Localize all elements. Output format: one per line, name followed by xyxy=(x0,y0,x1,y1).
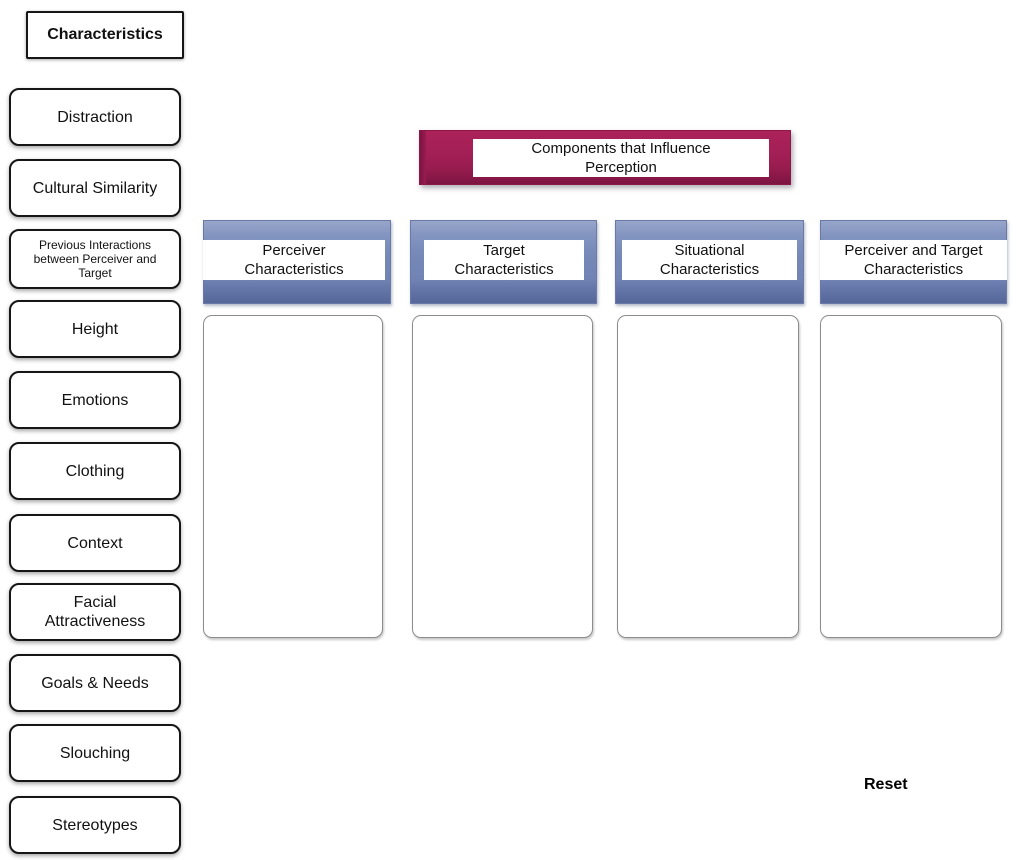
drag-item-height[interactable]: Height xyxy=(9,300,181,358)
column-header-text-box: Perceiver and Target Characteristics xyxy=(820,240,1007,280)
drag-item-cultural-similarity[interactable]: Cultural Similarity xyxy=(9,159,181,217)
title-banner-text-box: Components that Influence Perception xyxy=(473,139,769,177)
drag-item-label: Height xyxy=(71,320,119,338)
sidebar-title: Characteristics xyxy=(26,11,184,59)
drag-item-facial-attractiveness[interactable]: Facial Attractiveness xyxy=(9,583,181,641)
drag-item-label: Clothing xyxy=(65,462,125,480)
drop-zone-perceiver-and-target[interactable] xyxy=(820,315,1002,638)
drag-item-stereotypes[interactable]: Stereotypes xyxy=(9,796,181,854)
drag-item-label: Distraction xyxy=(57,108,133,126)
column-header-perceiver-and-target: Perceiver and Target Characteristics xyxy=(820,220,1007,304)
column-header-situational: Situational Characteristics xyxy=(615,220,804,304)
column-header-label: Perceiver Characteristics xyxy=(244,242,344,278)
sidebar-title-label: Characteristics xyxy=(47,26,163,43)
drag-item-clothing[interactable]: Clothing xyxy=(9,442,181,500)
drag-item-label: Stereotypes xyxy=(52,816,138,834)
drag-item-label: Facial Attractiveness xyxy=(44,594,146,630)
drag-item-label: Slouching xyxy=(59,744,131,762)
page-title: Components that Influence Perception xyxy=(531,140,711,176)
reset-button[interactable]: Reset xyxy=(864,776,908,793)
drag-item-previous-interactions[interactable]: Previous Interactions between Perceiver … xyxy=(9,229,181,289)
column-header-label: Perceiver and Target Characteristics xyxy=(844,242,983,278)
column-header-label: Situational Characteristics xyxy=(659,242,760,278)
column-header-text-box: Situational Characteristics xyxy=(622,240,797,280)
drag-item-label: Cultural Similarity xyxy=(32,179,158,197)
column-header-perceiver: Perceiver Characteristics xyxy=(203,220,391,304)
column-header-text-box: Perceiver Characteristics xyxy=(203,240,385,280)
drop-zone-situational[interactable] xyxy=(617,315,799,638)
drop-zone-target[interactable] xyxy=(412,315,593,638)
drag-item-label: Goals & Needs xyxy=(41,674,149,692)
drag-item-emotions[interactable]: Emotions xyxy=(9,371,181,429)
column-header-label: Target Characteristics xyxy=(454,242,554,278)
column-header-text-box: Target Characteristics xyxy=(424,240,584,280)
drag-item-label: Context xyxy=(67,534,123,552)
drag-item-context[interactable]: Context xyxy=(9,514,181,572)
drag-item-slouching[interactable]: Slouching xyxy=(9,724,181,782)
drag-item-distraction[interactable]: Distraction xyxy=(9,88,181,146)
column-header-target: Target Characteristics xyxy=(410,220,597,304)
drag-item-label: Previous Interactions between Perceiver … xyxy=(33,238,157,280)
title-banner: Components that Influence Perception xyxy=(419,130,791,185)
drag-item-goals-needs[interactable]: Goals & Needs xyxy=(9,654,181,712)
drop-zone-perceiver[interactable] xyxy=(203,315,383,638)
drag-item-label: Emotions xyxy=(61,391,129,409)
